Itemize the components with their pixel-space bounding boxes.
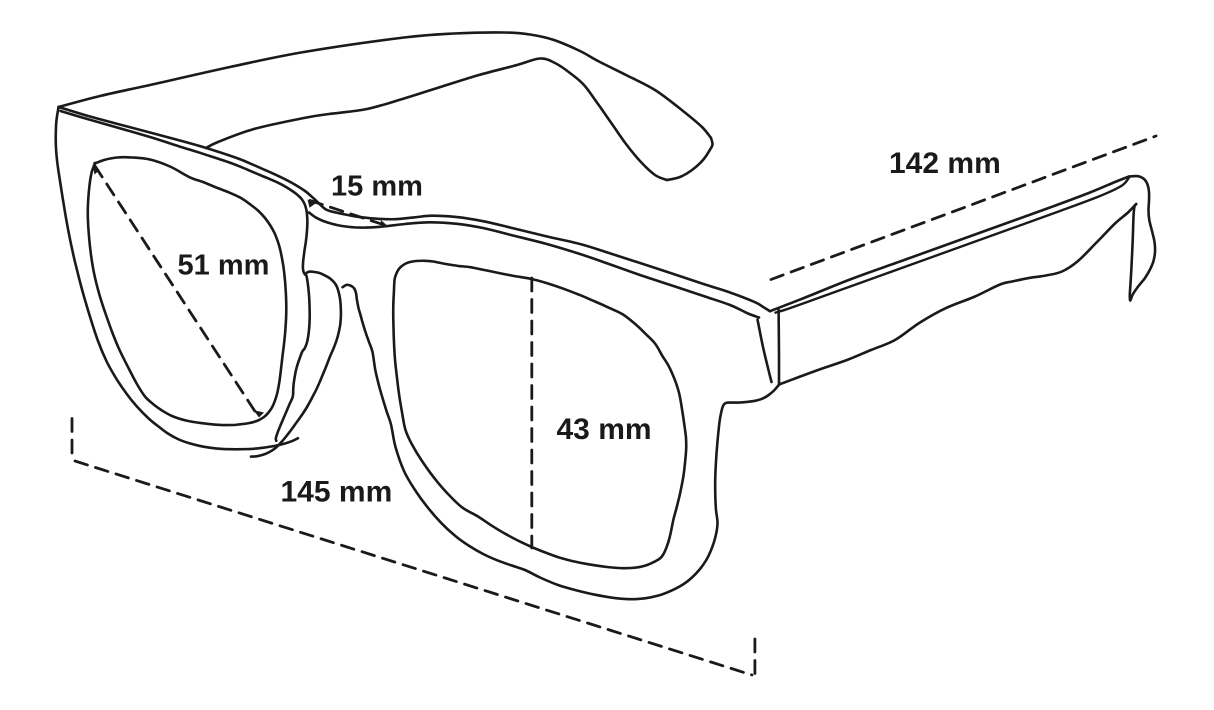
svg-text:15 mm: 15 mm xyxy=(331,171,423,203)
svg-text:51 mm: 51 mm xyxy=(178,250,270,282)
svg-text:145 mm: 145 mm xyxy=(281,476,393,509)
svg-text:142 mm: 142 mm xyxy=(889,147,1001,180)
svg-text:43 mm: 43 mm xyxy=(557,413,652,446)
